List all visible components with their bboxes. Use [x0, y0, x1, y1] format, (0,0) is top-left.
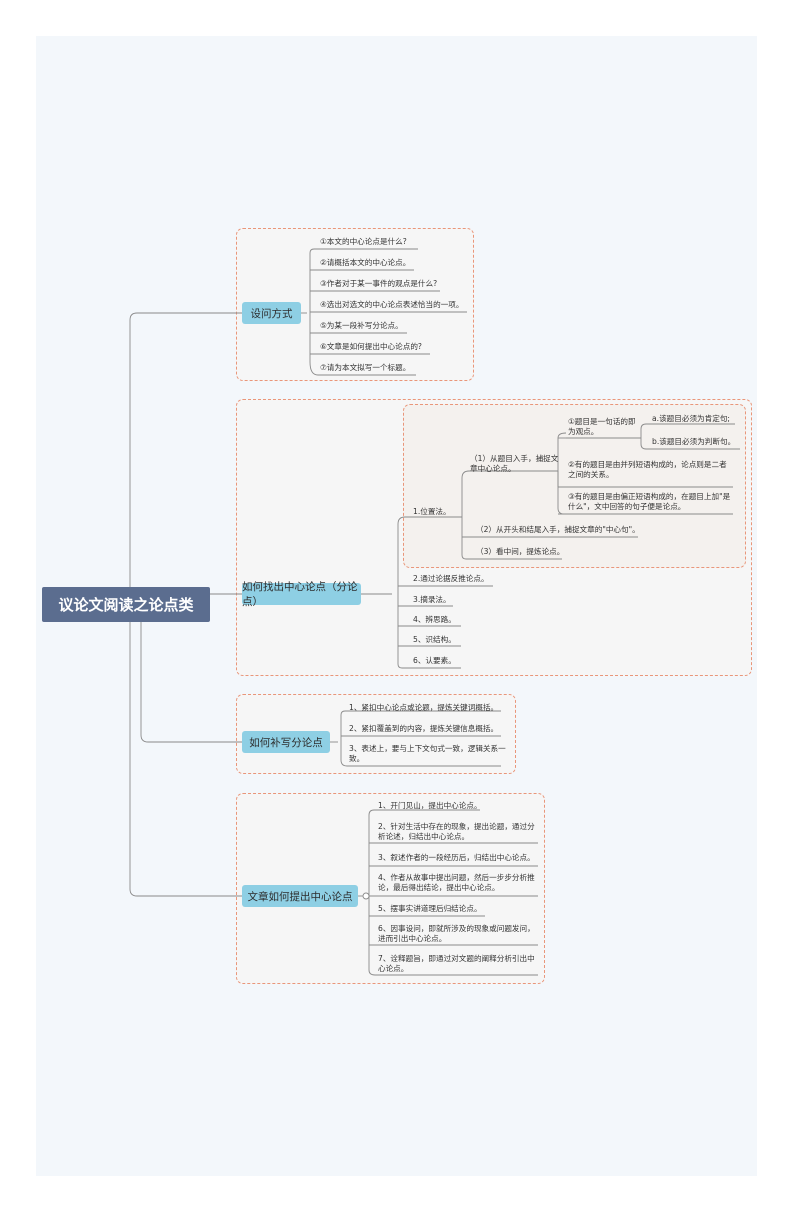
leaf-structure[interactable]: 5、识结构。: [413, 635, 456, 644]
leaf-elements[interactable]: 6、认要素。: [413, 656, 456, 665]
leaf-q2[interactable]: ②请概括本文的中心论点。: [320, 258, 411, 267]
leaf-s3[interactable]: 3、表述上，要与上下文句式一致，逻辑关系一致。: [349, 744, 506, 763]
leaf-middle[interactable]: （3）看中间，提炼论点。: [476, 547, 565, 556]
branch-questions[interactable]: 设问方式: [242, 302, 301, 324]
leaf-judgement[interactable]: b.该题目必须为判断句。: [652, 437, 736, 446]
leaf-parallel-phrase[interactable]: ②有的题目是由并列短语构成的，论点则是二者之间的关系。: [568, 460, 727, 479]
leaf-p1[interactable]: 1、开门见山，提出中心论点。: [378, 801, 482, 810]
leaf-thinking[interactable]: 4、辨思路。: [413, 615, 456, 624]
group-box-position: [403, 404, 746, 568]
leaf-modifier-phrase[interactable]: ③有的题目是由偏正短语构成的，在题目上加"是什么"，文中回答的句子便是论点。: [568, 492, 731, 511]
leaf-q4[interactable]: ④选出对选文的中心论点表述恰当的一项。: [320, 300, 464, 309]
leaf-title-sentence[interactable]: ①题目是一句话的即为观点。: [568, 417, 636, 436]
leaf-affirmative[interactable]: a.该题目必须为肯定句;: [652, 414, 730, 423]
leaf-q6[interactable]: ⑥文章是如何提出中心论点的?: [320, 342, 422, 351]
leaf-p7[interactable]: 7、诠释题旨，即通过对文题的阐释分析引出中心论点。: [378, 954, 535, 973]
leaf-position-method[interactable]: 1.位置法。: [413, 507, 451, 516]
leaf-begin-end[interactable]: （2）从开头和结尾入手，捕捉文章的"中心句"。: [476, 525, 640, 534]
leaf-evidence[interactable]: 2.通过论据反推论点。: [413, 574, 489, 583]
leaf-q1[interactable]: ①本文的中心论点是什么?: [320, 237, 407, 246]
branch-find[interactable]: 如何找出中心论点（分论点）: [242, 581, 361, 608]
leaf-p5[interactable]: 5、摆事实讲道理后归结论点。: [378, 904, 482, 913]
leaf-q7[interactable]: ⑦请为本文拟写一个标题。: [320, 363, 411, 372]
leaf-p6[interactable]: 6、因事设问，即就所涉及的现象或问题发问，进而引出中心论点。: [378, 924, 535, 943]
branch-supplement[interactable]: 如何补写分论点: [242, 731, 330, 753]
branch-propose[interactable]: 文章如何提出中心论点: [242, 885, 358, 907]
leaf-excerpt[interactable]: 3.摘录法。: [413, 595, 451, 604]
leaf-q5[interactable]: ⑤为某一段补写分论点。: [320, 321, 403, 330]
leaf-s1[interactable]: 1、紧扣中心论点或论题，提炼关键词概括。: [349, 703, 499, 712]
leaf-q3[interactable]: ③作者对于某一事件的观点是什么?: [320, 279, 438, 288]
leaf-s2[interactable]: 2、紧扣覆盖到的内容，提炼关键信息概括。: [349, 724, 499, 733]
leaf-p4[interactable]: 4、作者从故事中提出问题，然后一步步分析推论，最后得出结论，提出中心论点。: [378, 873, 535, 892]
leaf-title-entry[interactable]: （1）从题目入手，捕捉文章中心论点。: [470, 454, 559, 473]
leaf-p2[interactable]: 2、针对生活中存在的现象，提出论题，通过分析论述，归结出中心论点。: [378, 822, 535, 841]
root-node[interactable]: 议论文阅读之论点类: [42, 587, 210, 622]
leaf-p3[interactable]: 3、叙述作者的一段经历后，归结出中心论点。: [378, 853, 535, 862]
